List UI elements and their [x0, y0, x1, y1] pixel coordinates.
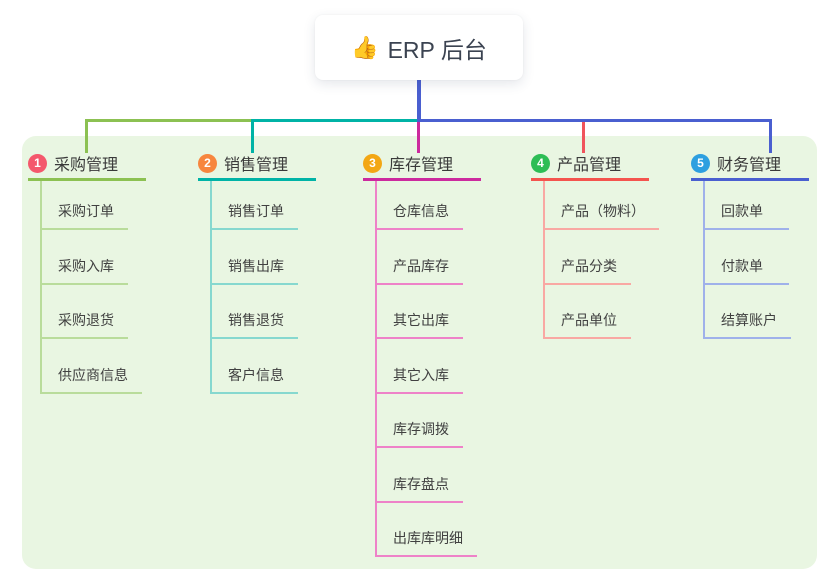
- branch-child-list: 仓库信息产品库存其它出库其它入库库存调拨库存盘点出库库明细: [375, 181, 481, 557]
- branch-number-badge-icon: 3: [363, 153, 382, 173]
- child-node[interactable]: 供应商信息: [42, 339, 142, 394]
- branch-label: 财务管理: [717, 157, 782, 174]
- connector-drop-purchase: [85, 120, 88, 153]
- root-node-label: ERP 后台: [387, 36, 487, 63]
- child-node[interactable]: 销售出库: [212, 230, 298, 285]
- mindmap-canvas: [22, 136, 817, 569]
- child-node[interactable]: 产品（物料）: [545, 181, 659, 230]
- branch-child-list: 采购订单采购入库采购退货供应商信息: [40, 181, 146, 394]
- branch-column-3: 3 库存管理 仓库信息产品库存其它出库其它入库库存调拨库存盘点出库库明细: [363, 148, 481, 557]
- child-node[interactable]: 销售订单: [212, 181, 298, 230]
- child-node-label: 客户信息: [228, 366, 284, 383]
- branch-header-5[interactable]: 5 财务管理: [691, 148, 809, 181]
- child-node[interactable]: 客户信息: [212, 339, 298, 394]
- branch-header-2[interactable]: 2 销售管理: [198, 148, 316, 181]
- child-node-label: 付款单: [721, 257, 763, 274]
- child-node[interactable]: 付款单: [705, 230, 789, 285]
- branch-label: 产品管理: [557, 157, 622, 174]
- child-node[interactable]: 库存盘点: [377, 448, 463, 503]
- child-node-label: 销售退货: [228, 312, 284, 328]
- child-node[interactable]: 采购入库: [42, 230, 128, 285]
- branch-column-2: 2 销售管理 销售订单销售出库销售退货客户信息: [198, 148, 316, 394]
- child-node-label: 产品（物料）: [561, 203, 645, 219]
- child-node-label: 供应商信息: [58, 366, 128, 383]
- child-node-label: 回款单: [721, 203, 763, 219]
- child-node[interactable]: 回款单: [705, 181, 789, 230]
- child-node[interactable]: 采购订单: [42, 181, 128, 230]
- connector-rail-blue: [417, 119, 772, 122]
- child-node-label: 库存调拨: [393, 421, 449, 437]
- connector-drop-sales: [251, 120, 254, 153]
- child-node[interactable]: 仓库信息: [377, 181, 463, 230]
- branch-child-list: 产品（物料） 产品分类产品单位: [543, 181, 659, 339]
- child-node-label: 出库库明细: [393, 530, 463, 546]
- child-node[interactable]: 采购退货: [42, 285, 128, 339]
- branch-label: 库存管理: [389, 157, 454, 174]
- child-node[interactable]: 其它出库: [377, 285, 463, 339]
- branch-number-badge-icon: 5: [691, 153, 710, 173]
- connector-drop-inventory: [417, 122, 420, 153]
- child-node-label: 采购退货: [58, 312, 114, 328]
- branch-column-4: 4 产品管理 产品（物料） 产品分类产品单位: [531, 148, 659, 339]
- child-node-label: 采购入库: [58, 257, 114, 274]
- branch-number-badge-icon: 4: [531, 153, 550, 173]
- child-node-label: 结算账户: [721, 312, 777, 328]
- branch-column-5: 5 财务管理 回款单付款单结算账户: [691, 148, 809, 339]
- child-node-label: 其它出库: [393, 312, 449, 328]
- child-node-label: 产品分类: [561, 257, 617, 274]
- branch-child-list: 回款单付款单结算账户: [703, 181, 809, 339]
- child-node[interactable]: 库存调拨: [377, 394, 463, 448]
- connector-drop-product: [582, 122, 585, 153]
- branch-number-badge-icon: 2: [198, 153, 217, 173]
- child-node-label: 销售出库: [228, 257, 284, 274]
- connector-rail-teal: [251, 119, 419, 122]
- connector-rail-green: [85, 119, 253, 122]
- child-node[interactable]: 结算账户: [705, 285, 791, 339]
- child-node[interactable]: 产品单位: [545, 285, 631, 339]
- thumbs-up-icon: 👍: [351, 34, 379, 60]
- child-node-label: 仓库信息: [393, 203, 449, 219]
- branch-child-list: 销售订单销售出库销售退货客户信息: [210, 181, 316, 394]
- branch-label: 采购管理: [54, 157, 119, 174]
- connector-drop-finance: [769, 120, 772, 153]
- child-node-label: 库存盘点: [393, 475, 449, 492]
- branch-header-3[interactable]: 3 库存管理: [363, 148, 481, 181]
- branch-column-1: 1 采购管理 采购订单采购入库采购退货供应商信息: [28, 148, 146, 394]
- child-node-label: 采购订单: [58, 203, 114, 219]
- child-node-label: 其它入库: [393, 366, 449, 383]
- branch-number-badge-icon: 1: [28, 153, 47, 173]
- branch-header-4[interactable]: 4 产品管理: [531, 148, 649, 181]
- root-node-erp[interactable]: 👍 ERP 后台: [315, 15, 523, 80]
- child-node[interactable]: 销售退货: [212, 285, 298, 339]
- child-node[interactable]: 产品库存: [377, 230, 463, 285]
- connector-root-stem: [417, 80, 421, 121]
- child-node-label: 销售订单: [228, 203, 284, 219]
- child-node-label: 产品库存: [393, 257, 449, 274]
- branch-label: 销售管理: [224, 157, 289, 174]
- child-node[interactable]: 其它入库: [377, 339, 463, 394]
- child-node-label: 产品单位: [561, 312, 617, 328]
- branch-header-1[interactable]: 1 采购管理: [28, 148, 146, 181]
- child-node[interactable]: 产品分类: [545, 230, 631, 285]
- child-node[interactable]: 出库库明细: [377, 503, 477, 557]
